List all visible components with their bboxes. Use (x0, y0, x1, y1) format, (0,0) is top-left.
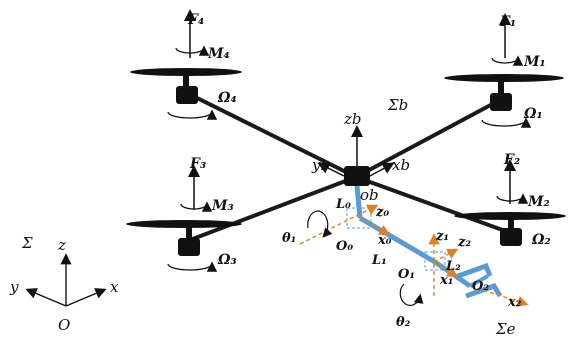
rotor-4 (130, 9, 242, 120)
axis-yb (317, 162, 345, 177)
label-theta2: θ₂ (396, 315, 411, 330)
label-sigma-e: Σe (495, 320, 516, 338)
arm-rotor-3 (189, 175, 357, 242)
label-z0: z₀ (375, 205, 389, 220)
label-F1: F₁ (499, 14, 516, 30)
label-Omega4: Ω₄ (217, 90, 237, 106)
label-sigma: Σ (21, 234, 33, 252)
label-z2: z₂ (457, 235, 471, 250)
label-x1: x₁ (439, 273, 453, 288)
quadrotor-body (344, 166, 370, 186)
rotor-3 (126, 165, 242, 272)
label-L1: L₁ (371, 253, 387, 268)
arm-rotor-1 (355, 98, 501, 179)
label-F3: F₃ (189, 156, 206, 172)
world-frame (25, 253, 107, 307)
rotor-2 (454, 159, 566, 246)
rotor-1 (444, 13, 564, 128)
label-M4: M₄ (207, 46, 230, 62)
label-F4: F₄ (187, 12, 204, 28)
label-Omega1: Ω₁ (523, 106, 543, 122)
label-Omega2: Ω₂ (531, 232, 551, 248)
label-O1: O₁ (398, 267, 415, 282)
label-M3: M₃ (211, 198, 234, 214)
label-L0: L₀ (335, 197, 351, 212)
label-z1: z₁ (435, 229, 449, 244)
label-Omega3: Ω₃ (217, 252, 237, 268)
label-O2: O₂ (472, 279, 489, 294)
label-world-O: O (58, 316, 70, 334)
label-yb: yb (311, 156, 330, 174)
label-F2: F₂ (503, 152, 520, 168)
label-M1: M₁ (523, 54, 546, 70)
label-sigma-b: Σb (387, 96, 408, 114)
theta2-rotation-icon (399, 283, 424, 306)
label-ob: ob (360, 186, 379, 204)
label-L2: L₂ (445, 259, 461, 274)
axis-xb (369, 162, 395, 177)
label-zb: zb (343, 110, 362, 128)
label-M2: M₂ (527, 194, 550, 210)
theta1-rotation-icon (307, 210, 333, 238)
label-O0: O₀ (336, 239, 353, 254)
label-world-z: z (57, 236, 66, 254)
label-xb: xb (392, 156, 410, 174)
label-world-x: x (110, 278, 119, 296)
arm-rotor-2 (355, 175, 509, 234)
joint-frames (299, 204, 529, 307)
label-x2: x₂ (507, 295, 522, 310)
label-world-y: y (9, 278, 19, 296)
label-x0: x₀ (377, 233, 392, 248)
label-theta1: θ₁ (282, 231, 296, 246)
arm-rotor-4 (184, 90, 357, 179)
